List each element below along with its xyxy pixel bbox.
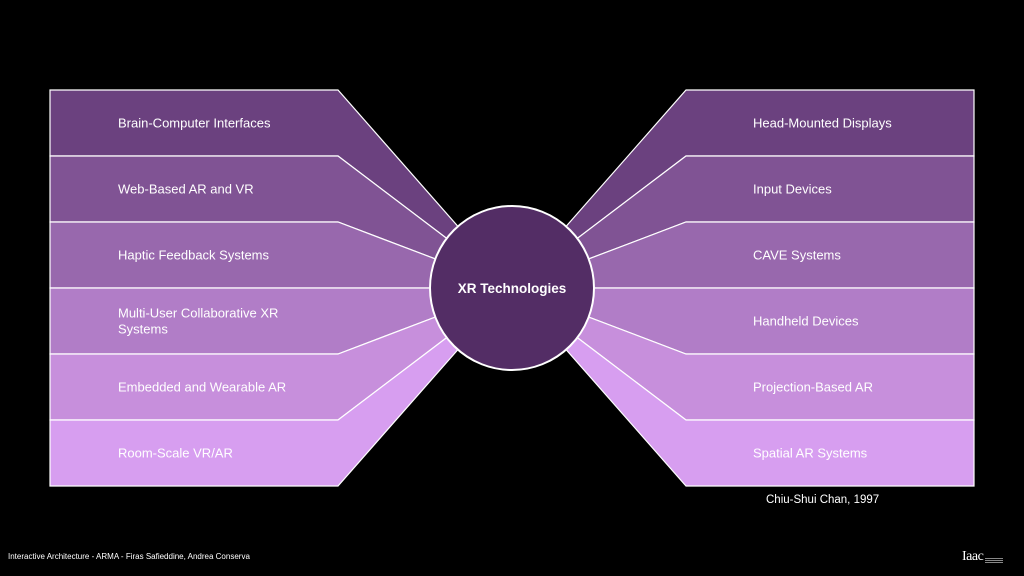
logo-mark: Iaac (962, 549, 984, 564)
right-band-label-6: Spatial AR Systems (753, 446, 868, 461)
left-band-label-5: Embedded and Wearable AR (118, 380, 286, 395)
left-band-label-3: Haptic Feedback Systems (118, 248, 270, 263)
logo-lines-icon (985, 558, 1004, 563)
right-band-label-1: Head-Mounted Displays (753, 116, 892, 131)
right-band-label-3: CAVE Systems (753, 248, 841, 263)
center-hub (429, 205, 595, 371)
right-band-label-2: Input Devices (753, 182, 832, 197)
center-hub-label: XR Technologies (458, 281, 567, 296)
left-band-label-1: Brain-Computer Interfaces (118, 116, 271, 131)
right-band-label-4: Handheld Devices (753, 314, 859, 329)
citation-text: Chiu-Shui Chan, 1997 (766, 494, 880, 506)
footer-credits: Interactive Architecture - ARMA - Firas … (8, 552, 250, 561)
left-band-label-2: Web-Based AR and VR (118, 182, 254, 197)
iaac-logo-icon: Iaac (962, 549, 1004, 564)
right-band-label-5: Projection-Based AR (753, 380, 873, 395)
left-band-label-6: Room-Scale VR/AR (118, 446, 233, 461)
